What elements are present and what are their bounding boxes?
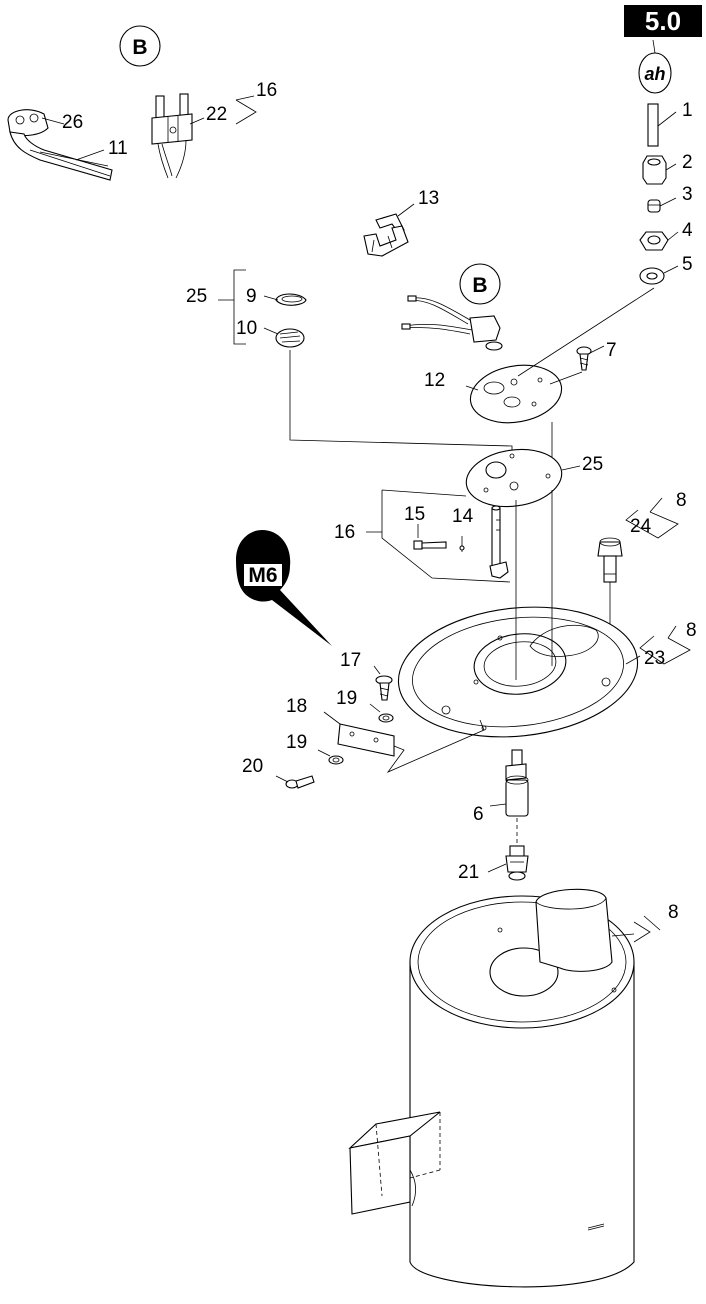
callout-b-top: B: [119, 25, 161, 67]
label-12: 12: [424, 370, 445, 391]
label-14: 14: [452, 506, 474, 527]
part-2-fitting: [642, 155, 677, 185]
label-6: 6: [473, 804, 484, 825]
callout-b-middle: B: [459, 263, 501, 305]
part-1-rod: [647, 103, 677, 147]
ah-symbol: ah: [638, 39, 672, 94]
section-badge: 5.0: [624, 5, 702, 37]
cable-with-plug: [401, 295, 503, 351]
part-3-small-nut: [647, 197, 677, 213]
part-9-clip-ring: [263, 293, 307, 306]
part-12-gasket-plate: [465, 364, 583, 424]
part-15-screw: [413, 524, 447, 550]
label-8-plate: 8: [686, 620, 697, 641]
part-labels: 1 2 3 4 5 6 7 8 8 8 9 10 11 12 13 14 15 …: [62, 80, 697, 923]
label-8-bolt: 8: [676, 490, 687, 511]
section-badge-text: 5.0: [645, 6, 681, 36]
bracket-24-8: [625, 497, 679, 539]
label-17: 17: [340, 650, 361, 671]
part-17-screw: [373, 665, 393, 701]
ah-symbol-text: ah: [644, 64, 665, 84]
part-19-washer-lower: [317, 749, 344, 765]
part-26-connector: [7, 109, 113, 181]
part-23-base-plate: [397, 490, 641, 738]
electrode-assembly: [489, 505, 509, 579]
bracket-chamber-8: [633, 915, 661, 943]
part-20-screw: [275, 775, 315, 789]
label-9: 9: [246, 286, 257, 307]
label-7: 7: [606, 340, 617, 361]
part-21-nozzle: [487, 845, 529, 881]
label-1: 1: [682, 100, 693, 121]
part-25-mounting-plate: [465, 448, 581, 508]
part-18-bracket: [323, 711, 485, 773]
callout-m6: M6: [236, 530, 332, 646]
label-21: 21: [458, 862, 479, 883]
part-10-filter-disc: [263, 327, 305, 348]
callout-b-middle-text: B: [472, 274, 487, 297]
label-10: 10: [236, 318, 257, 339]
callout-b-top-text: B: [132, 36, 147, 59]
label-13: 13: [418, 188, 439, 209]
label-2: 2: [682, 152, 693, 173]
label-3: 3: [682, 184, 693, 205]
label-22: 22: [206, 104, 227, 125]
combustion-chamber: [348, 888, 661, 1288]
label-11: 11: [108, 138, 128, 159]
label-25-plate: 25: [582, 454, 603, 475]
part-7-screw: [576, 345, 605, 371]
label-8-chamber: 8: [668, 902, 679, 923]
part-6-sleeve: [489, 749, 529, 846]
label-20: 20: [242, 756, 263, 777]
part-4-hex-nut: [639, 231, 679, 251]
label-4: 4: [682, 220, 693, 241]
label-5: 5: [682, 254, 693, 275]
label-23: 23: [644, 648, 665, 669]
part-13-clip: [363, 203, 415, 257]
label-18: 18: [286, 696, 307, 717]
part-19-washer-upper: [369, 703, 394, 723]
label-26: 26: [62, 112, 83, 133]
label-16-mid: 16: [334, 522, 355, 543]
label-15: 15: [404, 504, 425, 525]
part-14-small-pin: [459, 536, 465, 552]
part-22-terminal-block: [151, 93, 205, 179]
bracket-23-8: [639, 625, 691, 665]
leader-5-to-plate: [517, 287, 655, 377]
label-24: 24: [630, 516, 652, 537]
label-19-lower: 19: [286, 732, 307, 753]
label-19-upper: 19: [336, 688, 357, 709]
label-16-top: 16: [256, 80, 277, 101]
label-25-group: 25: [186, 286, 207, 307]
part-5-washer: [639, 265, 679, 285]
bracket-25-group: [218, 269, 246, 345]
bracket-16-group: [366, 489, 511, 583]
callout-m6-text: M6: [248, 564, 277, 587]
part-24-bolt: [597, 537, 623, 682]
bracket-22-16: [235, 99, 257, 125]
